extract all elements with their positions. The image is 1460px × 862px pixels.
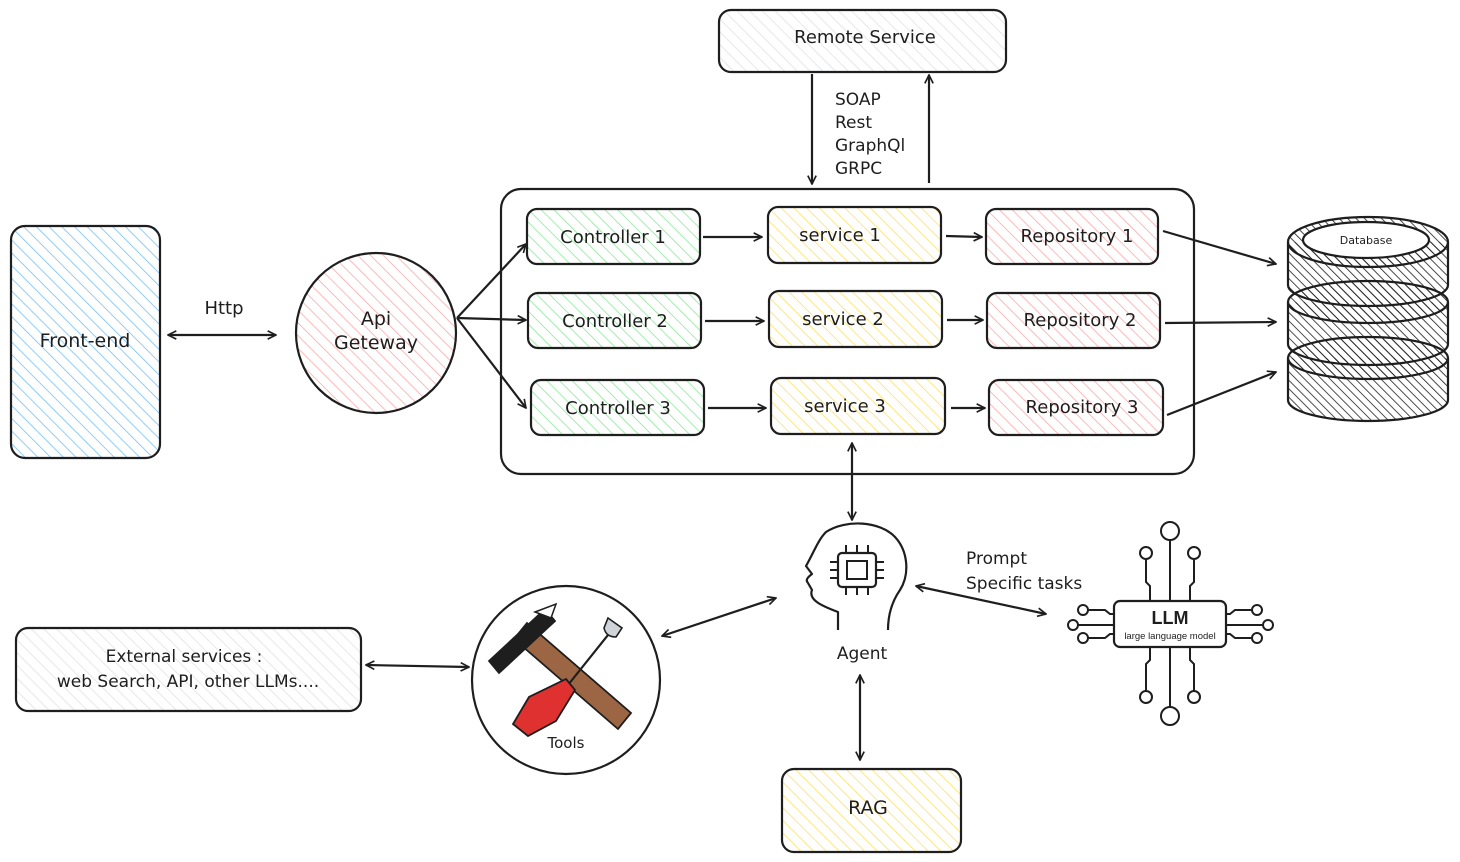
service-2-label: service 2: [802, 309, 884, 330]
repository-3-box: [987, 378, 1165, 437]
agent-head-chip-icon: [804, 522, 908, 631]
hammer-screwdriver-icon: [487, 602, 633, 738]
repository-2-to-database-arrow: [1164, 322, 1276, 323]
remote-service-label: Remote Service: [794, 27, 936, 48]
repository-1-to-database-arrow: [1162, 229, 1276, 264]
protocol-graphql: GraphQl: [835, 136, 905, 156]
repository-2-box: [985, 291, 1162, 350]
llm-circuit-icon: LLM large language model: [1067, 521, 1274, 726]
agent-label: Agent: [837, 644, 888, 664]
protocol-list: SOAP Rest GraphQl GRPC: [835, 90, 905, 179]
service-3-label: service 3: [804, 396, 886, 417]
controller-1-box: [525, 207, 702, 266]
api-gateway-circle: Api Geteway: [294, 251, 458, 415]
repository-3-to-database-arrow: [1166, 372, 1276, 417]
gateway-to-controller-3-arrow: [456, 317, 526, 408]
database-label: Database: [1340, 234, 1393, 247]
gateway-to-controller-1-arrow: [456, 244, 526, 319]
specific-tasks-label: Specific tasks: [966, 574, 1082, 594]
service-2-box: [767, 289, 944, 349]
controller-1-label: Controller 1: [560, 227, 666, 248]
controller-3-label: Controller 3: [565, 398, 671, 419]
service-1-box: [766, 205, 943, 265]
external-services-line1: External services :: [106, 647, 263, 667]
gateway-label-line2: Geteway: [334, 332, 418, 354]
external-tools-arrow: [366, 665, 469, 667]
protocol-rest: Rest: [835, 113, 872, 133]
tools-circle: Tools: [470, 584, 662, 776]
service-1-to-repository-1-arrow: [945, 236, 982, 237]
tools-label: Tools: [547, 734, 585, 752]
repository-1-label: Repository 1: [1021, 226, 1134, 247]
external-services-box: External services : web Search, API, oth…: [14, 626, 363, 713]
prompt-label: Prompt: [966, 549, 1027, 569]
database-cylinder: Database: [1286, 215, 1450, 423]
controller-3-box: [529, 378, 706, 437]
external-services-line2: web Search, API, other LLMs....: [57, 672, 319, 692]
frontend-label: Front-end: [40, 330, 131, 352]
controller-2-label: Controller 2: [562, 311, 668, 332]
repository-1-box: [984, 207, 1160, 266]
protocol-grpc: GRPC: [835, 159, 882, 179]
tools-agent-arrow: [662, 598, 776, 636]
protocol-soap: SOAP: [835, 90, 881, 110]
llm-subtitle: large language model: [1124, 631, 1215, 642]
rag-box: RAG: [780, 767, 963, 854]
gateway-label-line1: Api: [361, 308, 391, 330]
gateway-to-controller-2-arrow: [456, 318, 526, 320]
controller-2-box: [526, 291, 703, 350]
llm-title: LLM: [1152, 608, 1189, 628]
service-1-label: service 1: [799, 225, 881, 246]
frontend-box: Front-end: [9, 224, 162, 460]
http-label: Http: [204, 298, 243, 319]
rag-label: RAG: [848, 797, 888, 819]
remote-service-box: Remote Service: [717, 8, 1008, 74]
service-3-box: [769, 376, 947, 436]
agent-llm-arrow: [916, 586, 1046, 614]
repository-3-label: Repository 3: [1026, 397, 1139, 418]
repository-2-label: Repository 2: [1024, 310, 1137, 331]
